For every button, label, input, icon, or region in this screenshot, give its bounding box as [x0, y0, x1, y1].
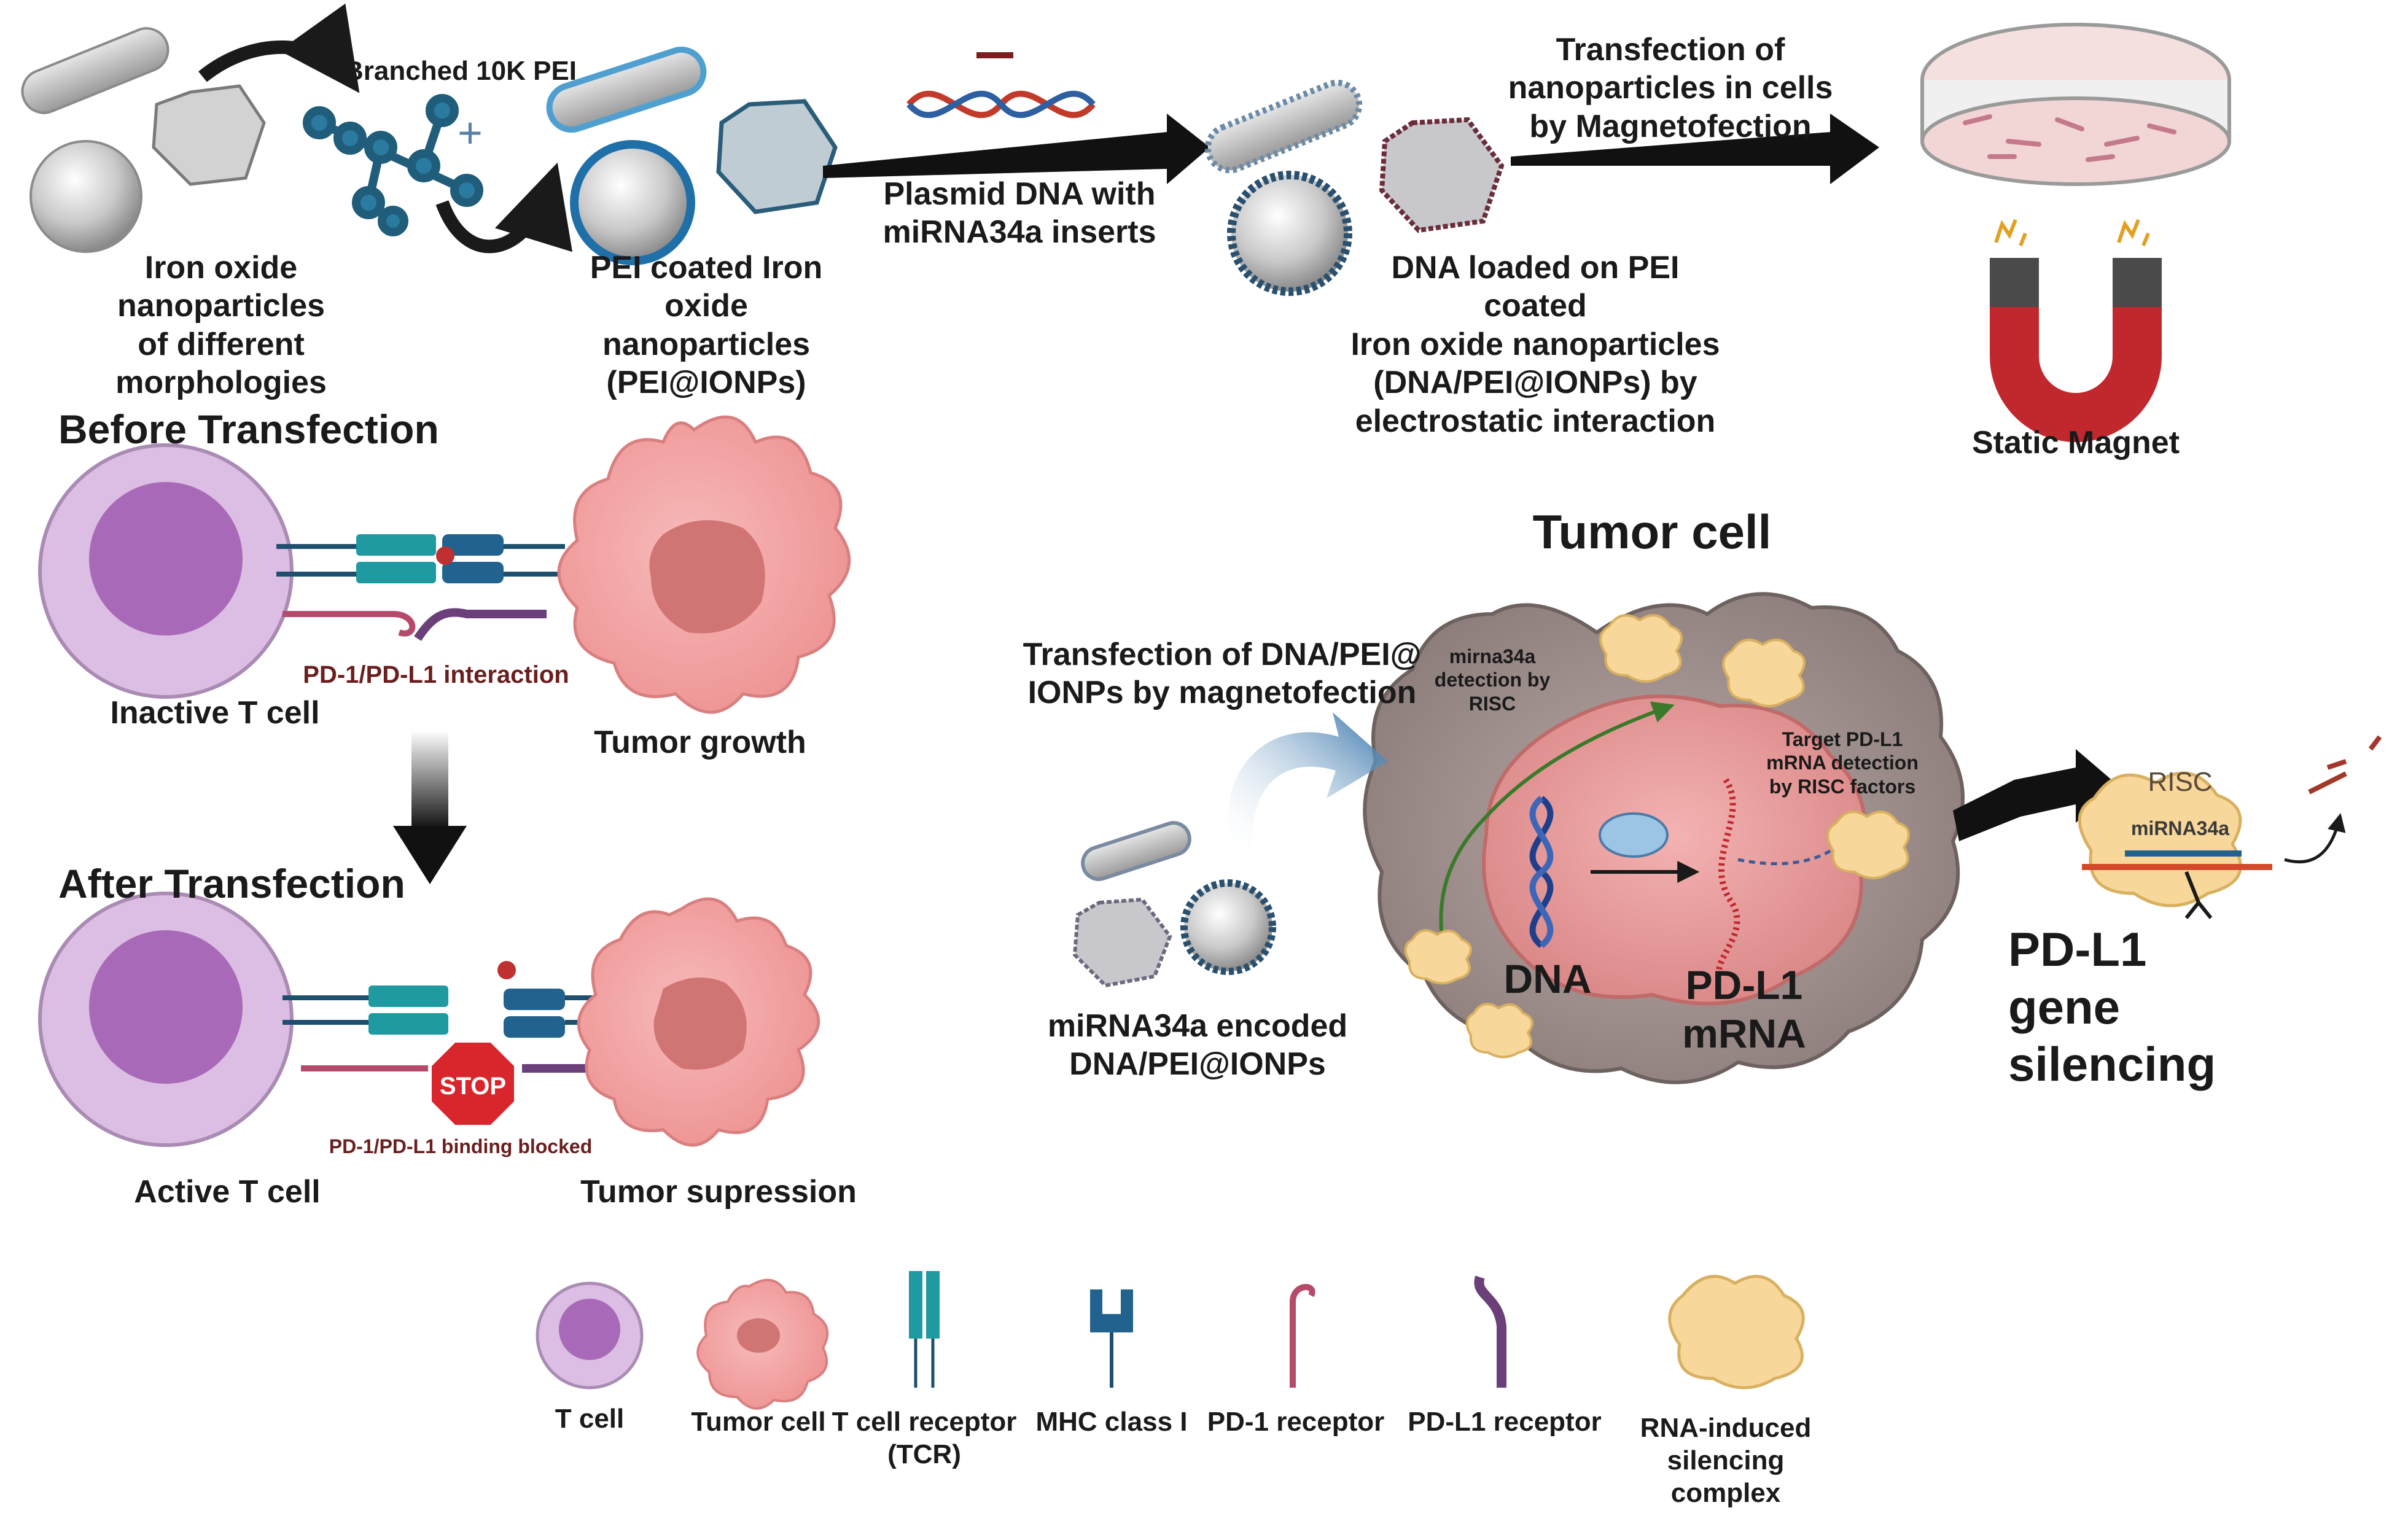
bare-nanoparticles [21, 27, 266, 253]
mirna-text: miRNA34a [2130, 817, 2230, 839]
mrna-label: PD-L1 mRNA [1682, 962, 1806, 1057]
tcr-icon [356, 534, 436, 556]
curved-arrow-1 [198, 3, 360, 93]
curved-arrow-2 [435, 162, 572, 254]
after-title: After Transfection [58, 861, 405, 906]
big-arrow-3 [1953, 749, 2119, 841]
pdl1-receptor [414, 608, 547, 641]
legend-label-tumor: Tumor cell [691, 1407, 826, 1437]
big-arrow-1 [823, 114, 1210, 184]
blocked-label: PD-1/PD-L1 binding blocked [329, 1135, 593, 1157]
plasmid-label: Plasmid DNA with miRNA34a inserts [883, 176, 1156, 251]
stop-sign-icon [428, 1039, 518, 1129]
plasmid-dna-icon [906, 52, 1096, 119]
legend-label-mhc: MHC class I [1035, 1407, 1188, 1437]
legend-label-tcr: T cell receptor (TCR) [832, 1407, 1017, 1469]
legend-pdl1-icon [1474, 1275, 1506, 1388]
legend-label-tcell: T cell [555, 1404, 625, 1434]
pei-coated-label: PEI coated Iron oxide nanoparticles (PEI… [590, 250, 823, 401]
tumor-cell-large [1363, 592, 1965, 1084]
tumor-growth-label: Tumor growth [594, 725, 806, 760]
interaction-label: PD-1/PD-L1 interaction [303, 661, 569, 688]
tumor-cell-title: Tumor cell [1532, 505, 1772, 559]
polyhedral-nanoparticle [152, 84, 266, 186]
dna-label: DNA [1503, 956, 1592, 1001]
right-transfection-label: Transfection of DNA/PEI@ IONPs by magnet… [1023, 637, 1422, 711]
down-arrow-shaft [411, 731, 448, 829]
magnet-icon [1990, 219, 2162, 442]
legend-label-risc: RNA-induced silencing complex [1640, 1413, 1812, 1508]
mhc-icon [442, 534, 504, 556]
iron-oxide-label: Iron oxide nanoparticles of different mo… [115, 250, 327, 401]
pd1-receptor [282, 611, 416, 637]
before-title: Before Transfection [58, 406, 439, 452]
after-transfection-scene [38, 892, 820, 1147]
legend-label-pd1: PD-1 receptor [1207, 1407, 1385, 1437]
target-label: Target PD-L1 mRNA detection by RISC fact… [1766, 728, 1919, 798]
tumor-suppression-label: Tumor supression [580, 1174, 857, 1210]
stop-text: STOP [439, 1073, 507, 1100]
risc-complexes [1404, 614, 1910, 1059]
ribosome-icon [1599, 812, 1669, 858]
active-label: Active T cell [134, 1174, 321, 1210]
nanorod [21, 27, 169, 114]
silencing-label: PD-L1 gene silencing [2008, 922, 2216, 1092]
legend-icons [536, 1271, 1805, 1410]
dna-loaded-nanoparticles [1204, 79, 1505, 296]
cell-culture-dish [1920, 23, 2231, 186]
before-transfection-scene [38, 415, 851, 714]
legend-label-pdl1: PD-L1 receptor [1408, 1407, 1602, 1437]
mirna-detection-label: mirna34a detection by RISC [1434, 645, 1551, 715]
risc-text: RISC [2148, 767, 2213, 797]
spherical-nanoparticle [29, 140, 142, 253]
blue-curved-arrow [1226, 712, 1388, 853]
magnet-label: Static Magnet [1971, 425, 2180, 461]
scissors-icon [2184, 871, 2213, 919]
risc-silencing-icon [2078, 735, 2382, 919]
legend-risc-icon [1668, 1275, 1805, 1390]
legend-pd1-icon [1290, 1284, 1315, 1388]
pei-label: Branched 10K PEI [344, 56, 577, 86]
legend-mhc-icon [1090, 1289, 1133, 1388]
dna-loaded-label: DNA loaded on PEI coated Iron oxide nano… [1350, 250, 1720, 439]
encoded-label: miRNA34a encoded DNA/PEI@IONPs [1047, 1008, 1348, 1083]
nucleus [1482, 694, 1868, 1006]
big-arrow-2 [1511, 114, 1879, 184]
down-arrow-head [393, 826, 467, 884]
inactive-label: Inactive T cell [110, 695, 320, 731]
plus-sign: + [458, 109, 483, 157]
pei-polymer-icon [303, 94, 483, 236]
nanoparticle-cluster [1072, 821, 1276, 988]
transfection-label: Transfection of nanoparticles in cells b… [1508, 32, 1833, 144]
pei-coated-nanoparticles [546, 46, 838, 265]
pd-l1-mrna-icon [1715, 778, 1740, 978]
legend-tcr-icon [909, 1271, 940, 1388]
